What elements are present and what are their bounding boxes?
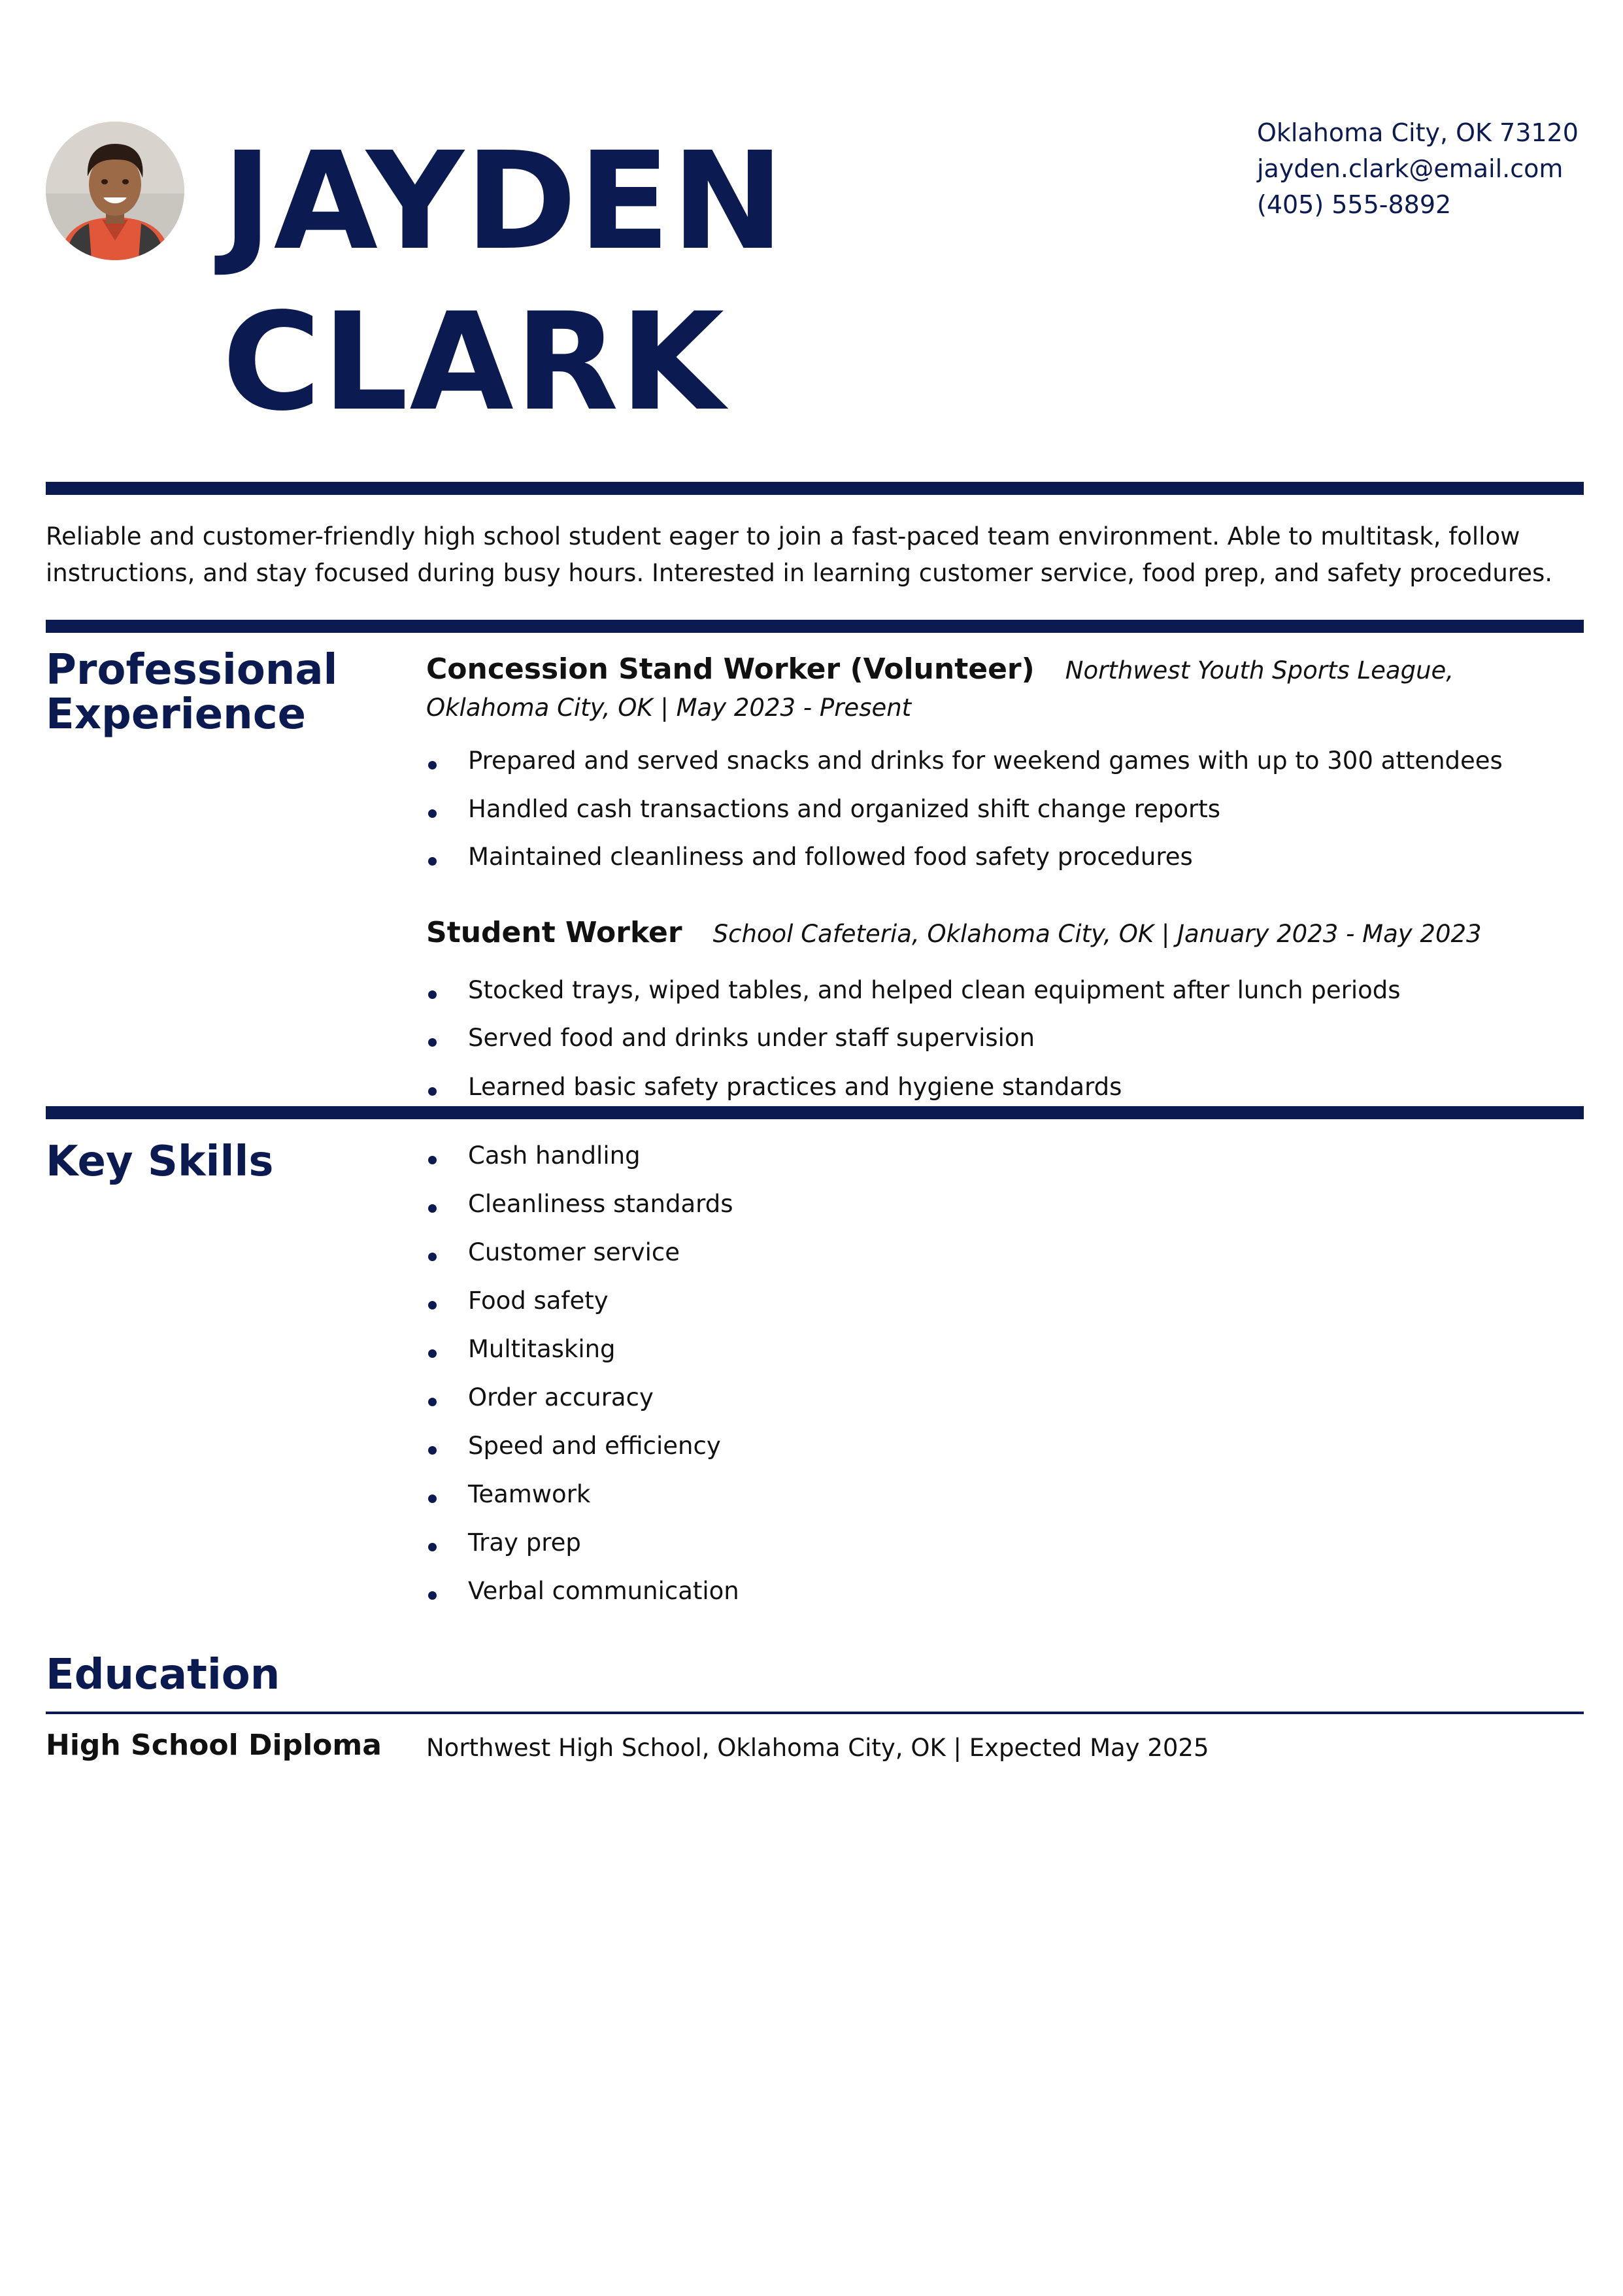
- experience-divider: [46, 1106, 1584, 1119]
- list-item: Handled cash transactions and organized …: [426, 796, 1503, 822]
- job-meta: School Cafeteria, Oklahoma City, OK | Ja…: [712, 920, 1482, 948]
- summary-text: Reliable and customer-friendly high scho…: [46, 522, 1553, 587]
- experience-title-line2: Experience: [46, 690, 307, 739]
- list-item: Maintained cleanliness and followed food…: [426, 843, 1503, 870]
- list-item: Learned basic safety practices and hygie…: [426, 1073, 1401, 1100]
- list-item: Order accuracy: [426, 1384, 739, 1411]
- job-meta: Northwest Youth Sports League, Oklahoma …: [426, 656, 1454, 722]
- list-item: Stocked trays, wiped tables, and helped …: [426, 977, 1401, 1004]
- job-header: Student Worker School Cafeteria, Oklahom…: [426, 914, 1584, 953]
- list-item: Customer service: [426, 1239, 739, 1266]
- education-divider: [46, 1712, 1584, 1714]
- list-item: Food safety: [426, 1287, 739, 1314]
- first-name: JAYDEN: [222, 123, 786, 280]
- list-item: Cleanliness standards: [426, 1190, 739, 1217]
- skills-list: Cash handling Cleanliness standards Cust…: [426, 1142, 739, 1604]
- contact-address: Oklahoma City, OK 73120: [1257, 118, 1579, 147]
- job-bullets: Stocked trays, wiped tables, and helped …: [426, 977, 1401, 1100]
- job-header: Concession Stand Worker (Volunteer) Nort…: [426, 650, 1584, 726]
- list-item: Prepared and served snacks and drinks fo…: [426, 747, 1503, 774]
- experience-section-title: Professional Experience: [46, 648, 337, 737]
- education-section-title: Education: [46, 1651, 280, 1699]
- list-item: Teamwork: [426, 1481, 739, 1508]
- skills-section-title: Key Skills: [46, 1138, 274, 1186]
- experience-title-line1: Professional: [46, 646, 338, 694]
- list-item: Served food and drinks under staff super…: [426, 1024, 1401, 1051]
- candidate-name: JAYDEN CLARK: [222, 121, 786, 443]
- job-bullets: Prepared and served snacks and drinks fo…: [426, 747, 1503, 870]
- list-item: Speed and efficiency: [426, 1432, 739, 1459]
- header-divider: [46, 482, 1584, 495]
- summary-divider: [46, 620, 1584, 633]
- job-title: Concession Stand Worker (Volunteer): [426, 652, 1035, 686]
- list-item: Cash handling: [426, 1142, 739, 1169]
- contact-phone[interactable]: (405) 555-8892: [1257, 190, 1452, 219]
- job-title: Student Worker: [426, 916, 682, 949]
- contact-email[interactable]: jayden.clark@email.com: [1257, 154, 1564, 183]
- last-name: CLARK: [222, 284, 726, 441]
- profile-photo: [46, 122, 184, 260]
- education-degree: High School Diploma: [46, 1729, 382, 1762]
- portrait-photo-icon: [46, 122, 184, 260]
- list-item: Tray prep: [426, 1529, 739, 1556]
- contact-block: Oklahoma City, OK 73120 jayden.clark@ema…: [1257, 115, 1579, 223]
- list-item: Multitasking: [426, 1336, 739, 1362]
- list-item: Verbal communication: [426, 1578, 739, 1604]
- education-detail: Northwest High School, Oklahoma City, OK…: [426, 1734, 1209, 1762]
